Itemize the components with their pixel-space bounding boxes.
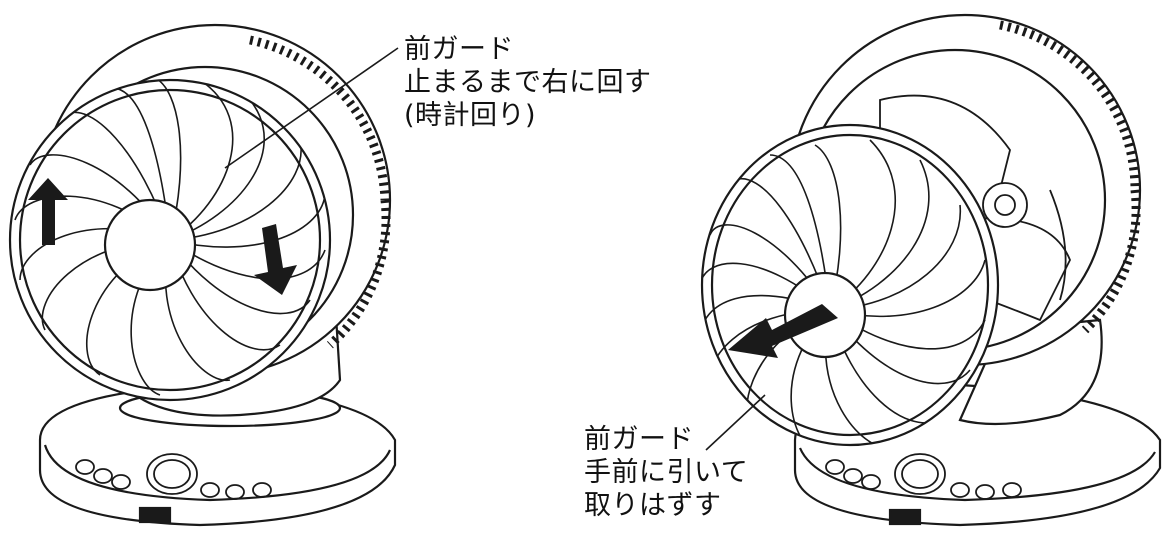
right-result-text: 取りはずす <box>584 490 722 521</box>
left-leader-line <box>224 47 399 169</box>
right-part-name: 前ガード <box>584 424 694 455</box>
right-fan <box>700 13 1162 527</box>
left-fan-ribs <box>249 35 391 349</box>
left-fan <box>8 23 397 527</box>
right-leader-line <box>705 394 766 451</box>
left-note-text: (時計回り) <box>404 100 537 131</box>
right-instruction-label: 前ガード 手前に引いて 取りはずす <box>584 423 748 522</box>
left-hub <box>103 198 197 292</box>
right-pull-arrow <box>728 304 838 358</box>
left-instruction-label: 前ガード 止まるまで右に回す (時計回り) <box>404 33 652 132</box>
right-control-buttons <box>825 453 1022 500</box>
right-action-text: 手前に引いて <box>584 457 749 488</box>
left-action-text: 止まるまで右に回す <box>404 67 652 98</box>
left-up-arrow <box>28 178 68 245</box>
left-part-name: 前ガード <box>404 34 514 65</box>
left-down-arrow <box>254 224 297 295</box>
left-base-indicator <box>138 506 172 524</box>
right-base-indicator <box>888 508 922 526</box>
left-control-buttons <box>75 453 272 500</box>
